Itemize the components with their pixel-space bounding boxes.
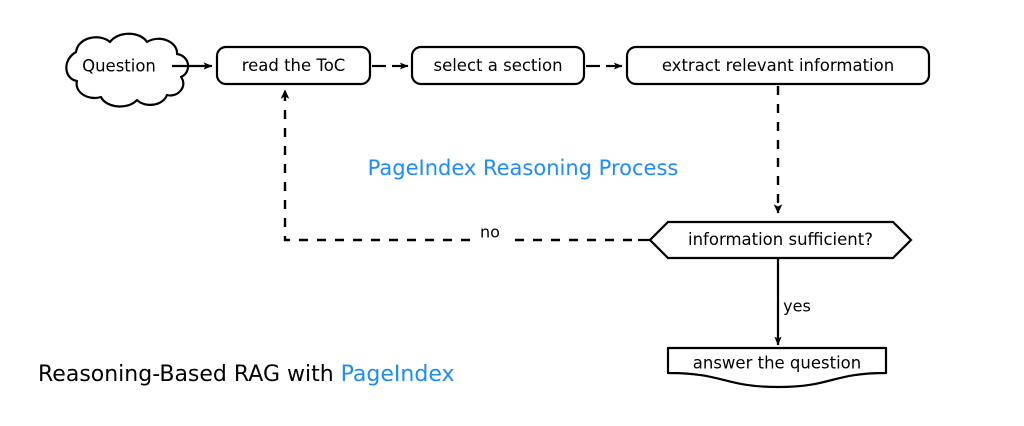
node-read-toc-label: read the ToC (242, 56, 346, 75)
read-toc-box (215, 45, 372, 86)
select-section-box (410, 45, 586, 86)
node-extract-info[interactable]: extract relevant information (625, 45, 931, 86)
edge-label-no: no (480, 223, 500, 242)
process-title: PageIndex Reasoning Process (368, 156, 679, 180)
cloud-shape (65, 32, 190, 108)
edge-label-yes: yes (783, 297, 811, 316)
node-decision-label: information sufficient? (688, 230, 873, 249)
node-select-section[interactable]: select a section (410, 45, 586, 86)
node-answer[interactable]: answer the question (666, 346, 888, 389)
node-question[interactable]: Question (65, 32, 190, 108)
node-select-section-label: select a section (433, 56, 562, 75)
caption-prefix: Reasoning-Based RAG with (38, 362, 341, 387)
no-label-backdrop (472, 228, 508, 250)
node-decision[interactable]: information sufficient? (648, 220, 913, 260)
node-read-toc[interactable]: read the ToC (215, 45, 372, 86)
answer-document-shape (666, 346, 888, 389)
extract-info-box (625, 45, 931, 86)
caption-brand: PageIndex (341, 362, 455, 387)
node-answer-label: answer the question (693, 354, 861, 373)
edge-decision-no-to-read-toc (280, 89, 632, 242)
node-question-label: Question (82, 57, 156, 76)
node-extract-info-label: extract relevant information (662, 56, 894, 75)
caption: Reasoning-Based RAG with PageIndex (38, 362, 454, 387)
